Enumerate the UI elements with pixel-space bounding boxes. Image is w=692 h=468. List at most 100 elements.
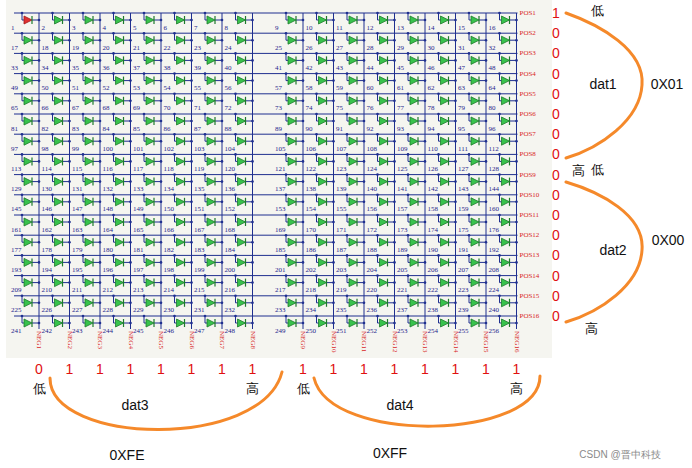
led-number: 104 xyxy=(225,145,236,153)
diode-bar xyxy=(478,36,479,44)
junction-dot xyxy=(315,12,318,15)
led-number: 19 xyxy=(72,44,79,52)
led-number: 71 xyxy=(194,104,201,112)
diode-triangle xyxy=(471,258,479,266)
diode-triangle xyxy=(502,157,510,165)
led-number: 92 xyxy=(367,125,374,133)
junction-dot xyxy=(82,32,85,35)
diode-triangle xyxy=(410,258,418,266)
diode-triangle xyxy=(410,238,418,246)
diode-bar xyxy=(123,137,124,145)
diode-bar xyxy=(92,279,93,287)
junction-dot xyxy=(129,322,132,325)
junction-dot xyxy=(363,100,366,103)
led-number: 163 xyxy=(72,226,83,234)
row-wire xyxy=(14,275,518,276)
junction-dot xyxy=(68,79,71,82)
junction-dot xyxy=(485,221,488,224)
junction-dot xyxy=(407,153,410,156)
junction-dot xyxy=(332,281,335,284)
led-symbol xyxy=(82,72,102,84)
junction-dot xyxy=(515,140,518,143)
diode-bar xyxy=(214,137,215,145)
diode-bar xyxy=(62,36,63,44)
led-symbol xyxy=(315,315,335,327)
junction-dot xyxy=(498,234,501,237)
junction-dot xyxy=(376,133,379,136)
junction-dot xyxy=(204,274,207,277)
junction-dot xyxy=(424,322,427,325)
diode-bar xyxy=(31,178,32,186)
led-symbol xyxy=(204,274,224,286)
junction-dot xyxy=(346,72,349,75)
diode-triangle xyxy=(24,56,32,64)
junction-dot xyxy=(285,133,288,136)
diode-bar xyxy=(123,56,124,64)
junction-dot xyxy=(285,72,288,75)
diode-triangle xyxy=(177,157,185,165)
led-symbol xyxy=(173,234,193,246)
junction-dot xyxy=(407,52,410,55)
led-symbol xyxy=(21,133,41,145)
led-symbol xyxy=(346,12,366,24)
diode-triangle xyxy=(319,319,327,327)
junction-dot xyxy=(468,72,471,75)
diode-triangle xyxy=(349,137,357,145)
junction-dot xyxy=(204,72,207,75)
junction-dot xyxy=(112,93,115,96)
diode-bar xyxy=(478,218,479,226)
led-number: 125 xyxy=(397,165,408,173)
junction-dot xyxy=(285,32,288,35)
diode-bar xyxy=(509,56,510,64)
junction-dot xyxy=(21,52,24,55)
led-number: 132 xyxy=(103,185,114,193)
diode-triangle xyxy=(238,178,246,186)
diode-triangle xyxy=(319,178,327,186)
led-matrix xyxy=(14,12,518,329)
junction-dot xyxy=(173,52,176,55)
junction-dot xyxy=(363,281,366,284)
led-symbol xyxy=(112,72,132,84)
junction-dot xyxy=(82,214,85,217)
junction-dot xyxy=(51,254,54,257)
led-symbol xyxy=(498,194,518,206)
junction-dot xyxy=(302,241,305,244)
junction-dot xyxy=(204,214,207,217)
junction-dot xyxy=(99,322,102,325)
diode-bar xyxy=(448,238,449,246)
led-number: 24 xyxy=(225,44,232,52)
junction-dot xyxy=(498,133,501,136)
junction-dot xyxy=(363,19,366,22)
diode-bar xyxy=(326,238,327,246)
junction-dot xyxy=(51,32,54,35)
led-number: 57 xyxy=(275,84,282,92)
junction-dot xyxy=(190,322,193,325)
diode-triangle xyxy=(471,16,479,24)
diode-bar xyxy=(295,137,296,145)
led-number: 149 xyxy=(133,205,144,213)
junction-dot xyxy=(315,113,318,116)
junction-dot xyxy=(129,59,132,62)
diode-bar xyxy=(356,238,357,246)
led-number: 101 xyxy=(133,145,144,153)
led-number: 18 xyxy=(42,44,49,52)
led-number: 131 xyxy=(72,185,83,193)
junction-dot xyxy=(251,120,254,123)
diode-triangle xyxy=(116,117,124,125)
led-number: 137 xyxy=(275,185,286,193)
diode-bar xyxy=(478,137,479,145)
diode-triangle xyxy=(319,56,327,64)
junction-dot xyxy=(143,194,146,197)
junction-dot xyxy=(21,234,24,237)
led-number: 43 xyxy=(336,64,343,72)
led-symbol xyxy=(376,234,396,246)
led-symbol xyxy=(437,113,457,125)
led-symbol xyxy=(468,194,488,206)
diode-triangle xyxy=(502,319,510,327)
junction-dot xyxy=(407,12,410,15)
diode-triangle xyxy=(471,279,479,287)
led-symbol xyxy=(468,113,488,125)
junction-dot xyxy=(173,12,176,15)
junction-dot xyxy=(393,120,396,123)
led-number: 90 xyxy=(306,125,313,133)
